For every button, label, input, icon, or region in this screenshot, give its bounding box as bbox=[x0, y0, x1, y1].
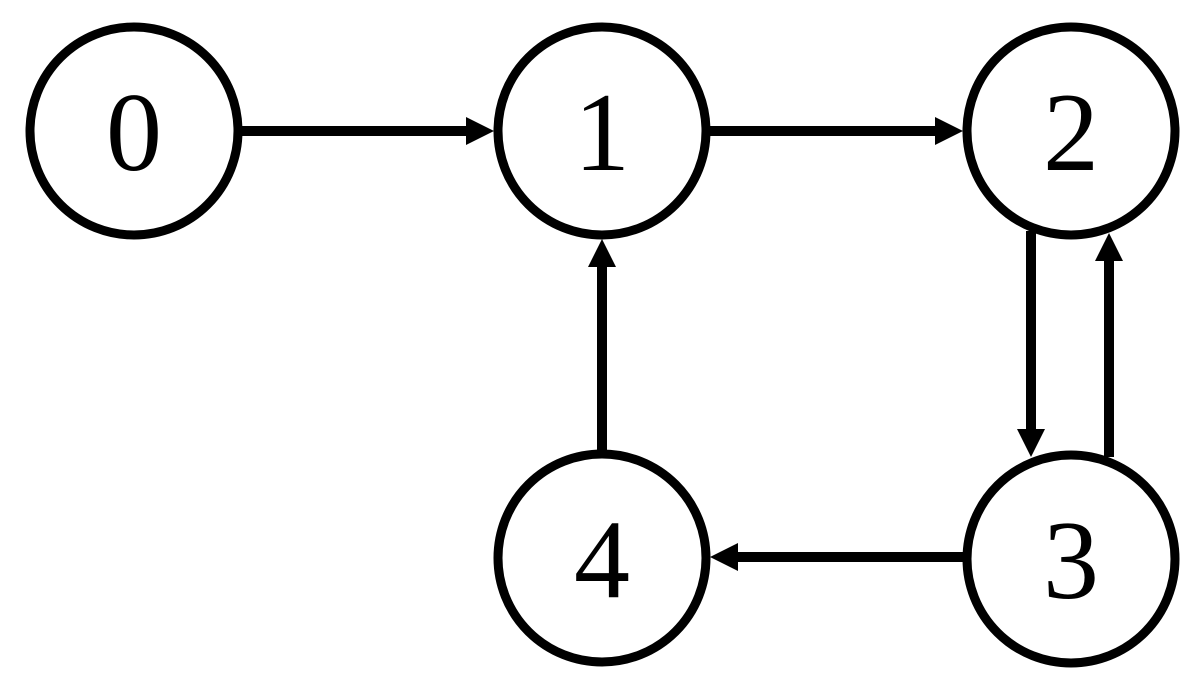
edge-0-to-1 bbox=[240, 117, 494, 145]
edge-1-to-2 bbox=[708, 117, 963, 145]
node-2-circle bbox=[962, 22, 1180, 240]
node-2-label: 2 bbox=[1043, 71, 1099, 195]
node-3-circle bbox=[962, 450, 1180, 668]
node-0: 0 bbox=[25, 22, 243, 240]
node-4-circle bbox=[493, 449, 711, 667]
node-0-label: 0 bbox=[106, 71, 162, 195]
node-1-label: 1 bbox=[574, 71, 630, 195]
node-4-label: 4 bbox=[574, 498, 630, 622]
node-4: 4 bbox=[493, 449, 711, 667]
edge-4-to-1 bbox=[588, 239, 616, 450]
edge-1-to-2-arrowhead bbox=[935, 117, 963, 145]
edge-3-to-4 bbox=[710, 543, 963, 571]
node-0-circle bbox=[25, 22, 243, 240]
edge-0-to-1-arrowhead bbox=[466, 117, 494, 145]
node-3: 3 bbox=[962, 450, 1180, 668]
edge-2-to-3-arrowhead bbox=[1017, 429, 1045, 457]
edge-2-to-3 bbox=[1017, 231, 1045, 457]
node-3-label: 3 bbox=[1043, 499, 1099, 623]
node-1-circle bbox=[493, 22, 711, 240]
node-1: 1 bbox=[493, 22, 711, 240]
node-2: 2 bbox=[962, 22, 1180, 240]
edge-3-to-4-arrowhead bbox=[710, 543, 738, 571]
edge-3-to-2-arrowhead bbox=[1095, 233, 1123, 261]
edge-4-to-1-arrowhead bbox=[588, 239, 616, 267]
edge-3-to-2 bbox=[1095, 233, 1123, 457]
